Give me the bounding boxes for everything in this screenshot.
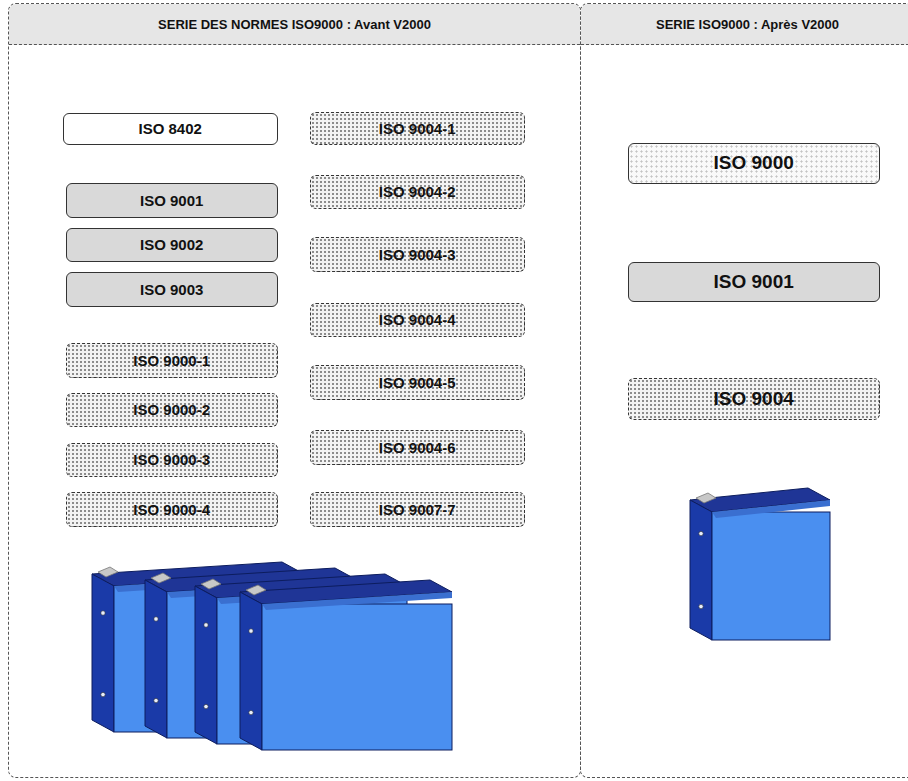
standard-label: ISO 9000-1 bbox=[129, 352, 214, 369]
standard-label: ISO 9004-2 bbox=[375, 183, 460, 200]
standard-box: ISO 9007-7 bbox=[310, 492, 525, 527]
standard-label: ISO 9000 bbox=[710, 152, 798, 174]
standard-box: ISO 9004-3 bbox=[310, 237, 525, 272]
standard-box: ISO 9000-3 bbox=[66, 443, 278, 477]
standard-label: ISO 9004-1 bbox=[375, 120, 460, 137]
binder bbox=[240, 580, 452, 750]
standard-box: ISO 9002 bbox=[66, 228, 278, 262]
standard-box: ISO 8402 bbox=[63, 113, 278, 145]
standard-label: ISO 9004-5 bbox=[375, 374, 460, 391]
standard-box: ISO 9000-1 bbox=[66, 343, 278, 378]
standard-label: ISO 9004-3 bbox=[375, 246, 460, 263]
panel: SERIE DES NORMES ISO9000 : Avant V2000IS… bbox=[8, 3, 581, 778]
standard-box: ISO 9000-2 bbox=[66, 393, 278, 427]
standard-label: ISO 9004-6 bbox=[375, 439, 460, 456]
standard-label: ISO 9004-4 bbox=[375, 311, 460, 328]
standard-label: ISO 9000-2 bbox=[129, 401, 214, 418]
panel: SERIE ISO9000 : Après V2000ISO 9000ISO 9… bbox=[580, 3, 908, 778]
standard-box: ISO 9001 bbox=[628, 262, 880, 302]
standard-box: ISO 9004 bbox=[628, 378, 880, 420]
standard-label: ISO 9003 bbox=[136, 281, 207, 298]
standard-box: ISO 9000 bbox=[628, 143, 880, 184]
standard-box: ISO 9004-6 bbox=[310, 430, 525, 465]
standard-label: ISO 9002 bbox=[136, 236, 207, 253]
standard-label: ISO 9000-4 bbox=[129, 501, 214, 518]
standard-box: ISO 9001 bbox=[66, 183, 278, 218]
binder bbox=[690, 488, 830, 640]
standard-box: ISO 9004-2 bbox=[310, 175, 525, 209]
standard-label: ISO 9007-7 bbox=[375, 501, 460, 518]
standard-label: ISO 8402 bbox=[134, 120, 205, 137]
standard-box: ISO 9000-4 bbox=[66, 492, 278, 527]
standard-label: ISO 9000-3 bbox=[129, 451, 214, 468]
standard-label: ISO 9001 bbox=[136, 192, 207, 209]
panel-heading: SERIE ISO9000 : Après V2000 bbox=[581, 4, 908, 45]
standard-label: ISO 9001 bbox=[710, 271, 798, 293]
standard-box: ISO 9004-5 bbox=[310, 365, 525, 400]
standard-box: ISO 9004-4 bbox=[310, 303, 525, 337]
standard-label: ISO 9004 bbox=[710, 388, 798, 410]
standard-box: ISO 9004-1 bbox=[310, 112, 525, 145]
panel-heading: SERIE DES NORMES ISO9000 : Avant V2000 bbox=[9, 4, 580, 45]
standard-box: ISO 9003 bbox=[66, 272, 278, 307]
